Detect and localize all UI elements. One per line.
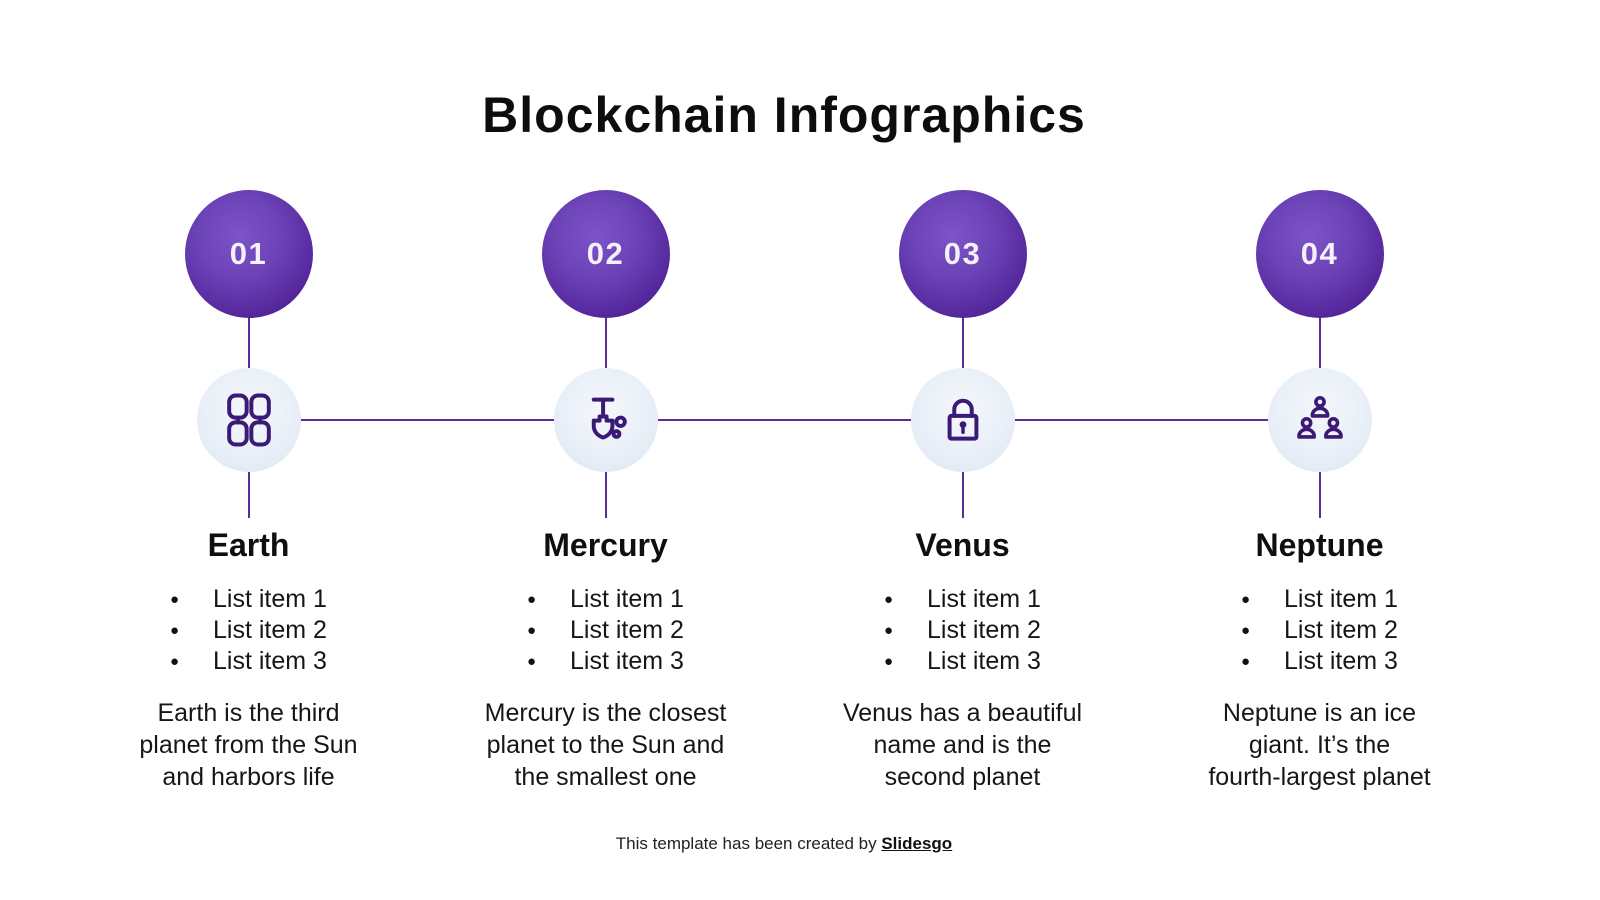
vertical-connector-line: [1318, 472, 1321, 518]
step-description: Earth is the third planet from the Sun a…: [139, 697, 357, 793]
vertical-connector-line: [961, 472, 964, 518]
timeline-step-1: 01 Earth ●: [70, 190, 427, 810]
step-number: 02: [586, 236, 625, 271]
bullet-icon: ●: [1241, 653, 1251, 670]
description-line: giant. It’s the: [1248, 731, 1391, 759]
footer: This template has been created by Slides…: [70, 834, 1498, 854]
list-item: ● List item 3: [1241, 646, 1398, 677]
list-item: ● List item 2: [527, 615, 684, 646]
list-item-text: List item 2: [213, 616, 327, 644]
list-item-text: List item 2: [1284, 616, 1398, 644]
step-number: 03: [943, 236, 982, 271]
step-number: 01: [229, 236, 268, 271]
bullet-icon: ●: [170, 591, 180, 608]
vertical-connector-line: [604, 472, 607, 518]
list-item: ● List item 2: [884, 615, 1041, 646]
step-description: Neptune is an ice giant. It’s the fourth…: [1208, 697, 1430, 793]
page-title: Blockchain Infographics: [482, 87, 1086, 143]
step-number-circle: 03: [898, 190, 1027, 318]
description-line: Mercury is the closest: [484, 699, 727, 727]
bullet-list: ● List item 1 ● List item 2 ● List item …: [884, 584, 1041, 677]
description-line: second planet: [884, 763, 1041, 791]
icon-circle: [910, 368, 1015, 472]
list-item: ● List item 2: [170, 615, 327, 646]
bullet-list: ● List item 1 ● List item 2 ● List item …: [527, 584, 684, 677]
step-number-circle: 02: [541, 190, 670, 318]
list-item-text: List item 1: [570, 585, 684, 613]
step-number-circle: 04: [1255, 190, 1384, 318]
step-title: Neptune: [1255, 527, 1384, 563]
steps-row: 01 Earth ●: [70, 190, 1498, 810]
bullet-icon: ●: [170, 653, 180, 670]
icon-circle: [1267, 368, 1372, 472]
padlock-icon: [947, 398, 978, 441]
icon-circle: [196, 368, 301, 472]
timeline-diagram: 01 Earth ●: [70, 190, 1498, 810]
list-item: ● List item 1: [527, 584, 684, 615]
description-line: Neptune is an ice: [1222, 699, 1417, 727]
list-item-text: List item 3: [570, 647, 684, 675]
vertical-connector-line: [247, 472, 250, 518]
slidesgo-link[interactable]: Slidesgo: [881, 834, 953, 853]
network-people-icon: [1296, 396, 1343, 439]
list-item: ● List item 1: [1241, 584, 1398, 615]
timeline-step-3: 03 Venus ● List item 1: [784, 190, 1141, 810]
list-item: ● List item 1: [884, 584, 1041, 615]
bullet-icon: ●: [527, 653, 537, 670]
step-title: Venus: [915, 527, 1010, 563]
bullet-icon: ●: [527, 591, 537, 608]
list-item-text: List item 2: [927, 616, 1041, 644]
bullet-icon: ●: [884, 622, 894, 639]
bullet-list: ● List item 1 ● List item 2 ● List item …: [1241, 584, 1398, 677]
description-line: name and is the: [873, 731, 1052, 759]
description-line: fourth-largest planet: [1208, 763, 1431, 791]
description-line: and harbors life: [162, 763, 335, 791]
list-item-text: List item 1: [1284, 585, 1398, 613]
step-description: Mercury is the closest planet to the Sun…: [485, 697, 727, 793]
list-item-text: List item 3: [213, 647, 327, 675]
icon-circle: [553, 368, 658, 472]
list-item: ● List item 3: [884, 646, 1041, 677]
list-item: ● List item 3: [527, 646, 684, 677]
bullet-icon: ●: [527, 622, 537, 639]
list-item: ● List item 3: [170, 646, 327, 677]
blockchain-links-icon: [226, 393, 271, 447]
list-item: ● List item 1: [170, 584, 327, 615]
vertical-connector-line: [247, 318, 250, 368]
vertical-connector-line: [961, 318, 964, 368]
list-item-text: List item 1: [213, 585, 327, 613]
step-number: 04: [1300, 236, 1339, 271]
bullet-icon: ●: [884, 653, 894, 670]
timeline-step-4: 04 Neptune ●: [1141, 190, 1498, 810]
bullet-list: ● List item 1 ● List item 2 ● List item …: [170, 584, 327, 677]
mining-shovel-icon: [591, 397, 627, 440]
horizontal-connector-line: [248, 419, 1320, 421]
description-line: planet from the Sun: [139, 731, 358, 759]
list-item: ● List item 2: [1241, 615, 1398, 646]
vertical-connector-line: [1318, 318, 1321, 368]
list-item-text: List item 1: [927, 585, 1041, 613]
vertical-connector-line: [604, 318, 607, 368]
bullet-icon: ●: [1241, 591, 1251, 608]
description-line: Venus has a beautiful: [842, 699, 1083, 727]
bullet-icon: ●: [1241, 622, 1251, 639]
list-item-text: List item 3: [1284, 647, 1398, 675]
list-item-text: List item 2: [570, 616, 684, 644]
description-line: the smallest one: [514, 763, 697, 791]
step-description: Venus has a beautiful name and is the se…: [843, 697, 1082, 793]
step-title: Mercury: [543, 527, 668, 563]
description-line: Earth is the third: [157, 699, 340, 727]
list-item-text: List item 3: [927, 647, 1041, 675]
footer-text: This template has been created by: [615, 834, 882, 853]
description-line: planet to the Sun and: [486, 731, 725, 759]
bullet-icon: ●: [170, 622, 180, 639]
step-number-circle: 01: [184, 190, 313, 318]
bullet-icon: ●: [884, 591, 894, 608]
timeline-step-2: 02 Mercury ● Lis: [427, 190, 784, 810]
step-title: Earth: [207, 527, 290, 563]
